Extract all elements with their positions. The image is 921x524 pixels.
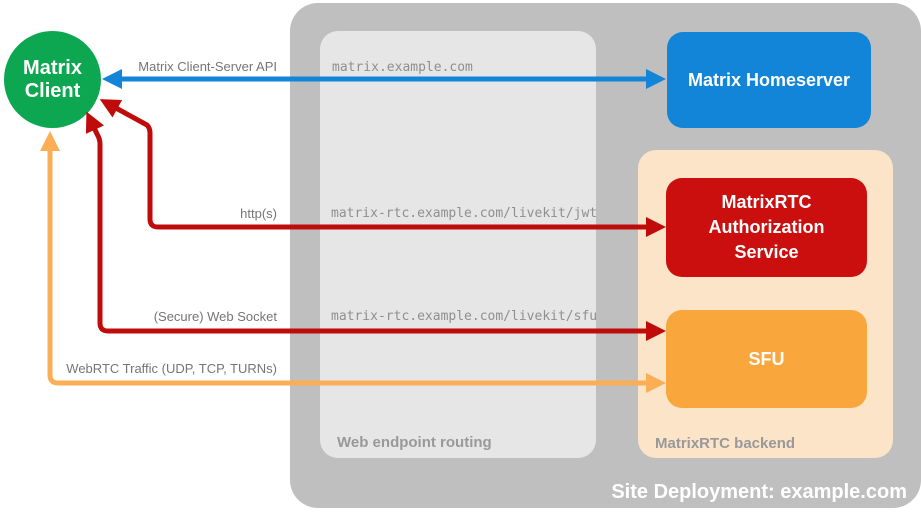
matrixrtc-authorization-service-label: MatrixRTC Authorization Service — [708, 192, 825, 262]
matrix-homeserver-label: Matrix Homeserver — [687, 69, 851, 90]
web-endpoint-routing-box — [320, 31, 596, 458]
matrix-client-label-line2: Client — [24, 79, 81, 102]
matrix-homeserver-node: Matrix Homeserver — [667, 32, 871, 128]
matrixrtc-backend-label: MatrixRTC backend — [655, 435, 796, 452]
site-deployment-title: Site Deployment: example.com — [611, 481, 907, 503]
endpoint-livekit-sfu: matrix-rtc.example.com/livekit/sfu — [331, 309, 598, 324]
matrix-client-node: Matrix Client — [4, 31, 101, 128]
endpoint-livekit-jwt: matrix-rtc.example.com/livekit/jwt — [331, 206, 598, 221]
endpoint-matrix-example-com: matrix.example.com — [332, 60, 473, 75]
sfu-label: SFU — [748, 348, 785, 369]
sfu-node: SFU — [666, 310, 867, 408]
matrix-client-label-line1: Matrix — [23, 56, 82, 79]
label-https: http(s) — [240, 206, 277, 221]
matrixrtc-authorization-service-node: MatrixRTC Authorization Service — [666, 178, 867, 277]
web-endpoint-routing-label: Web endpoint routing — [337, 434, 492, 451]
label-secure-web-socket: (Secure) Web Socket — [153, 309, 277, 324]
label-matrix-client-server-api: Matrix Client-Server API — [138, 59, 277, 74]
label-webrtc-traffic: WebRTC Traffic (UDP, TCP, TURNs) — [66, 361, 277, 376]
